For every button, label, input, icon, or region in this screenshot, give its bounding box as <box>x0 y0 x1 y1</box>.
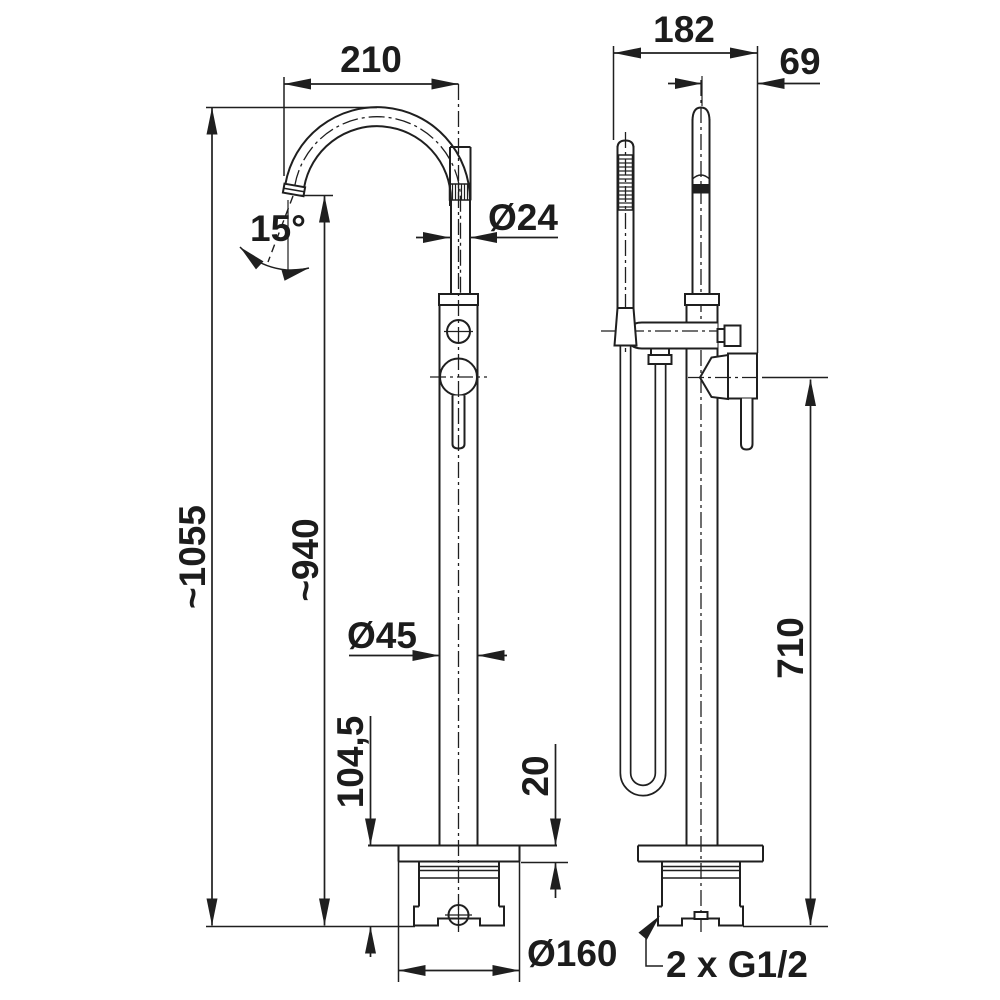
dim-depth-label: 182 <box>653 9 715 50</box>
dim-spout-diameter-label: Ø24 <box>488 197 558 238</box>
arm-fitting-nut <box>723 324 742 347</box>
hand-shower <box>613 132 638 352</box>
dim-spout-angle-label: 15° <box>250 208 306 249</box>
dim-spout-height-label: ~940 <box>285 518 326 601</box>
g12-connection <box>693 911 709 920</box>
spout-bore <box>286 108 469 294</box>
dim-base-diameter-label: Ø160 <box>527 933 618 974</box>
arm-fitting-neck <box>716 328 726 343</box>
dim-spout-reach-label: 210 <box>340 39 402 80</box>
lever-handle-side <box>688 352 762 451</box>
shower-handle-cone <box>613 307 638 347</box>
shower-holder-arm <box>626 321 718 350</box>
dim-base-height-label: 104,5 <box>330 716 371 809</box>
dim-handle-height-label: 710 <box>770 617 811 679</box>
side-view <box>601 80 764 932</box>
spout-centerline <box>294 116 462 294</box>
dim-plate-thickness-label: 20 <box>515 755 556 796</box>
front-base <box>368 844 557 928</box>
side-collar <box>684 293 720 306</box>
dim-column-diameter-label: Ø45 <box>347 615 417 656</box>
side-base <box>637 844 764 927</box>
dim-total-height-label: ~1055 <box>172 505 213 609</box>
shower-hose <box>619 345 667 797</box>
dimensions: 210 ~1055 ~940 15° Ø24 Ø45 <box>172 9 828 985</box>
dim-connections-label: 2 x G1/2 <box>666 944 808 985</box>
dim-handle-offset-label: 69 <box>779 41 820 82</box>
hose-nut <box>647 354 673 365</box>
handle-lever-rod <box>740 398 754 451</box>
spout-axis-dashed <box>267 195 294 263</box>
spout-outlet-rim <box>283 187 305 193</box>
handle-body <box>727 352 758 400</box>
front-view <box>281 84 557 932</box>
